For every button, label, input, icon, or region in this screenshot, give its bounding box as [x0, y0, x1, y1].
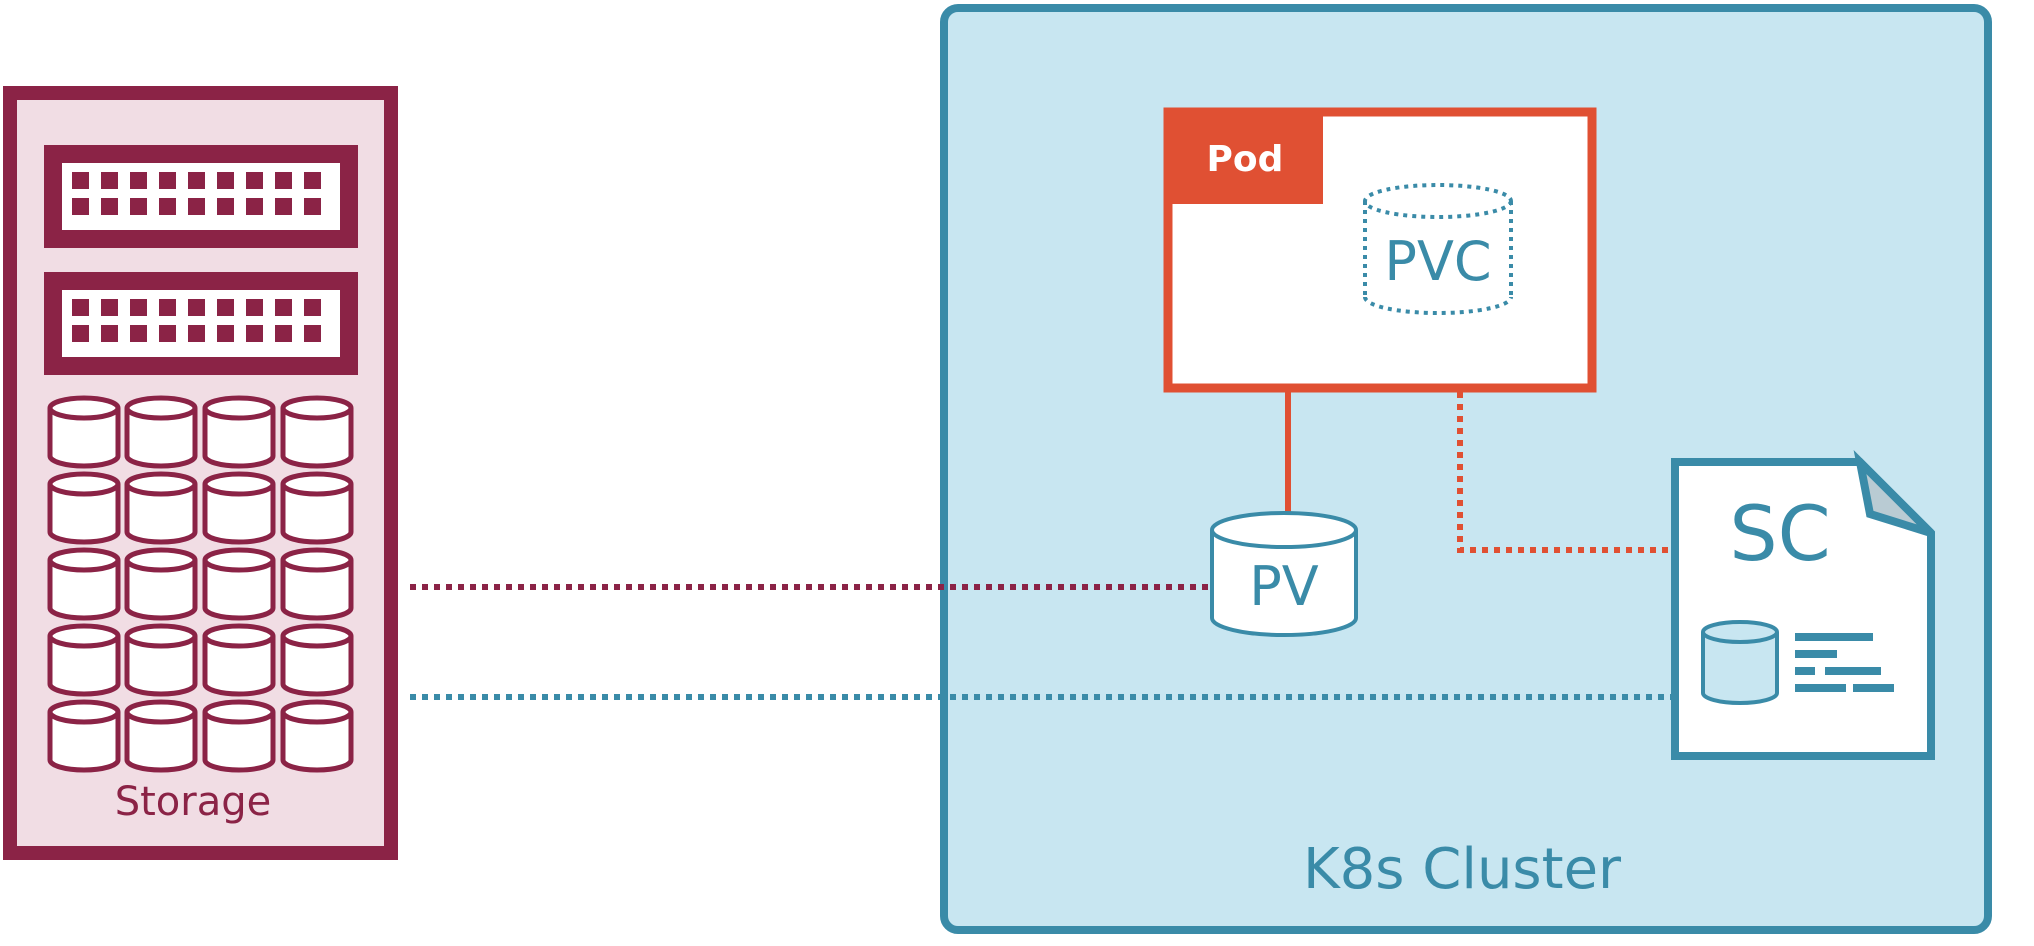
pod-tab [1168, 112, 1323, 204]
disk-icon [47, 623, 121, 697]
pod-box [1163, 107, 1597, 393]
pv: PV [1210, 511, 1358, 637]
disk-icon [280, 395, 354, 469]
sc-label: SC [1729, 489, 1830, 578]
disk-icon [47, 395, 121, 469]
disk-icon [202, 471, 276, 545]
disk-icon [47, 547, 121, 621]
pvc-label: PVC [1384, 230, 1491, 293]
disk-icon [280, 623, 354, 697]
pod: Pod PVC [1163, 107, 1597, 393]
pod-label: Pod [1207, 139, 1284, 180]
disk-icon [124, 395, 198, 469]
storage-array: Storage [3, 86, 398, 860]
pv-label: PV [1249, 555, 1319, 618]
sc: SC [1671, 449, 1935, 760]
disk-icon [47, 471, 121, 545]
disk-icon [124, 623, 198, 697]
rack-unit-icon [44, 145, 358, 248]
cylinder-icon [1210, 511, 1358, 637]
pod-to-sc-connector [1457, 392, 1672, 553]
storage-label: Storage [115, 779, 272, 825]
database-icon [1701, 620, 1779, 705]
disk-icon [202, 623, 276, 697]
disk-icon [124, 699, 198, 773]
disk-icon [124, 471, 198, 545]
disk-icon [280, 699, 354, 773]
text-lines-icon [1795, 633, 1894, 692]
disk-icon [47, 699, 121, 773]
rack-unit-icon [44, 272, 358, 375]
disk-icon [124, 547, 198, 621]
disk-icon [280, 471, 354, 545]
cluster-label: K8s Cluster [1303, 837, 1622, 902]
disk-grid [47, 395, 354, 773]
dotted-cylinder-icon [1363, 183, 1513, 315]
disk-icon [202, 395, 276, 469]
disk-icon [202, 547, 276, 621]
disk-icon [202, 699, 276, 773]
disk-icon [280, 547, 354, 621]
